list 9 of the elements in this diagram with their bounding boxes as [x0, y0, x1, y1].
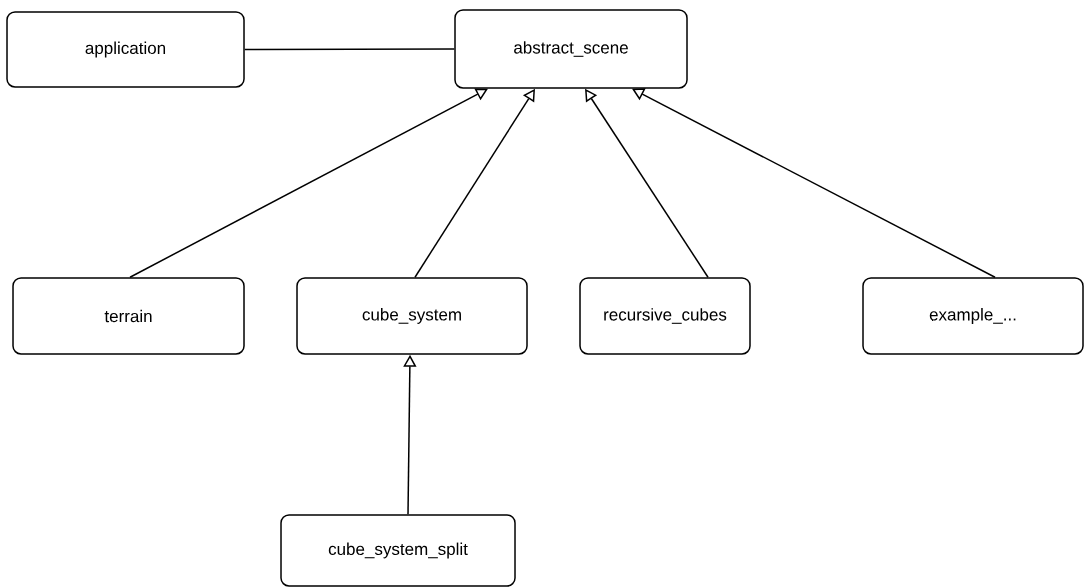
class-box: application [6, 11, 245, 88]
class-box: abstract_scene [454, 9, 688, 89]
class-box: cube_system [296, 277, 528, 355]
arrow [632, 88, 996, 278]
class-box: example_... [862, 277, 1084, 355]
arrow [129, 88, 488, 278]
class-box: terrain [12, 277, 245, 355]
class-box: recursive_cubes [579, 277, 751, 355]
class-box: cube_system_split [280, 514, 516, 587]
